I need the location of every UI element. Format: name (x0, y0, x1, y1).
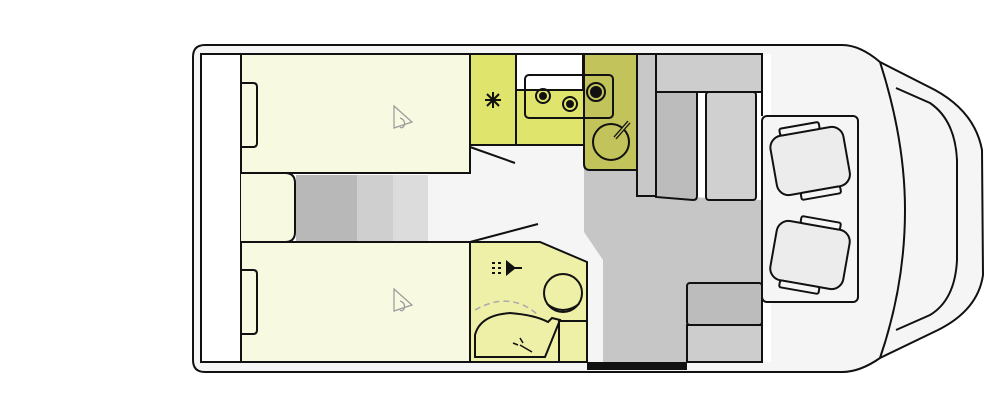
tap-icon (512, 337, 533, 353)
toilet-icon (543, 273, 583, 313)
shower-icon (492, 260, 522, 276)
bathroom (469, 241, 588, 363)
hanger-icon (393, 104, 414, 312)
hob (524, 74, 614, 119)
windshield-line (895, 87, 958, 331)
snowflake-icon (485, 92, 501, 108)
pillow (241, 269, 258, 335)
side-bench-seat (686, 282, 763, 326)
step-3 (393, 175, 428, 241)
step-2 (357, 175, 393, 241)
windshield-line (879, 61, 907, 359)
door-swing (469, 146, 516, 164)
driver-seat (769, 121, 851, 201)
step-1 (296, 175, 357, 241)
hob-burner-icon (535, 82, 606, 112)
passenger-seat (769, 215, 851, 295)
dinette-seat (705, 91, 757, 201)
dinette-column (636, 53, 657, 197)
pillow (241, 82, 258, 148)
bed-top (240, 53, 471, 174)
dinette-seat (655, 91, 698, 202)
washbasin (474, 311, 562, 358)
bathroom-cabinet (558, 320, 588, 363)
sink-area (583, 53, 638, 171)
counter-edge (515, 90, 584, 146)
sink-icon (592, 120, 631, 161)
cabinet-top (515, 53, 584, 91)
door-swing (469, 223, 539, 243)
door-arc (474, 300, 539, 316)
bed-bottom (240, 241, 471, 363)
dinette-backrest (655, 53, 763, 93)
bed-step (241, 172, 296, 243)
side-bench-base (686, 324, 763, 363)
entry-door (587, 362, 687, 370)
